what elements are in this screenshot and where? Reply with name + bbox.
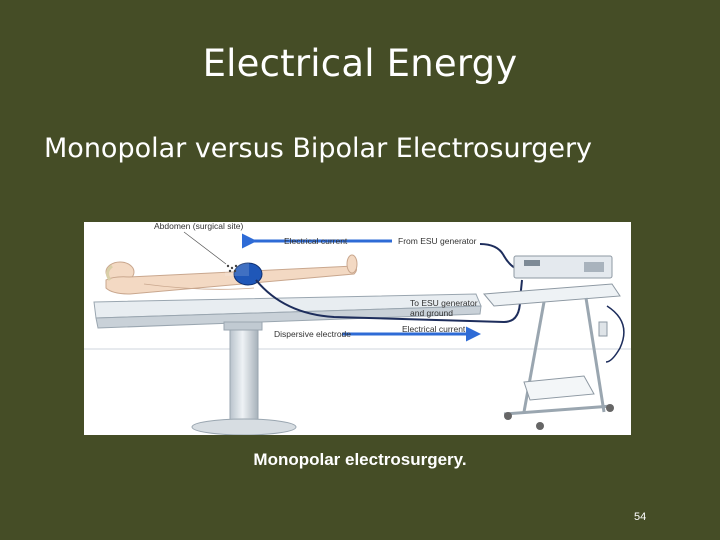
label-surgical-site: Abdomen (surgical site) (154, 222, 243, 231)
slide-subtitle: Monopolar versus Bipolar Electrosurgery (44, 133, 593, 164)
label-current-bottom: Electrical current (402, 324, 466, 334)
slide-title: Electrical Energy (202, 42, 518, 85)
label-to-generator-2: and ground (410, 308, 453, 318)
dispersive-electrode (225, 260, 263, 286)
return-cable (255, 279, 523, 324)
monopolar-diagram: Abdomen (surgical site) Electrical curre… (84, 222, 631, 435)
esu-generator-cart (482, 255, 625, 430)
label-dispersive-electrode: Dispersive electrode (274, 329, 351, 339)
page-number: 54 (634, 511, 647, 523)
label-from-generator: From ESU generator (398, 236, 477, 246)
label-current-top: Electrical current (284, 236, 348, 246)
electrosurgery-figure: Abdomen (surgical site) Electrical curre… (84, 222, 631, 435)
patient (105, 254, 358, 295)
label-to-generator-1: To ESU generator (410, 298, 478, 308)
figure-caption: Monopolar electrosurgery. (253, 450, 467, 469)
surgical-site-marker (183, 231, 238, 273)
